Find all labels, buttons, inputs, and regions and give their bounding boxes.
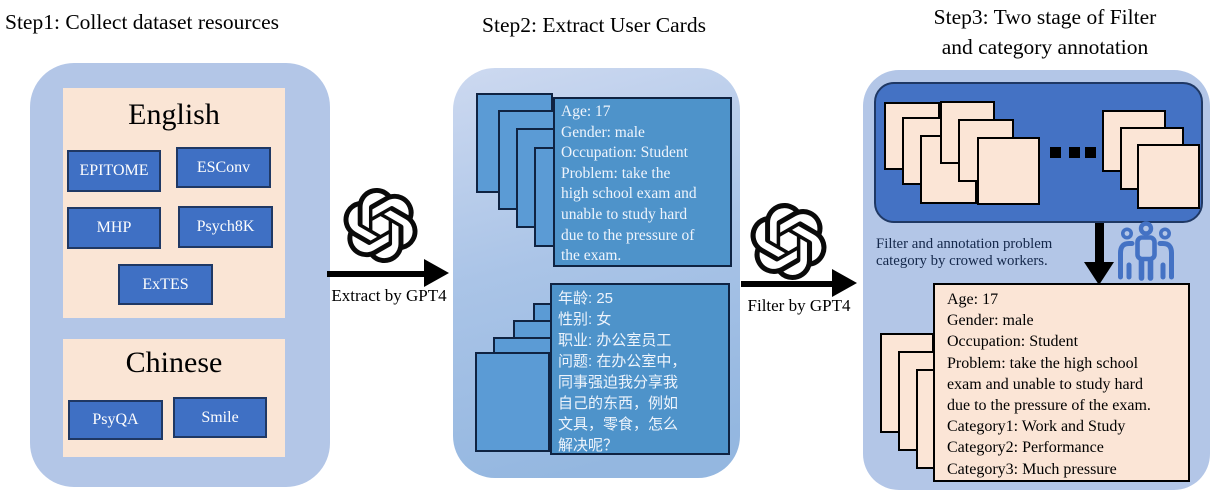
filtered-card	[1137, 144, 1200, 209]
user-card-stack	[475, 352, 550, 452]
dataset-mhp: MHP	[67, 207, 161, 249]
openai-logo-icon	[343, 188, 418, 263]
dataset-smile: Smile	[173, 397, 267, 438]
filter-arrow-head	[832, 269, 857, 297]
extract-arrow-shaft	[327, 271, 424, 277]
dataset-extes: ExTES	[118, 264, 213, 305]
user-card-english: Age: 17 Gender: male Occupation: Student…	[553, 97, 732, 267]
filtered-cards-box	[874, 82, 1203, 223]
annotated-result-card: Age: 17 Gender: male Occupation: Student…	[933, 283, 1190, 482]
filter-arrow-label: Filter by GPT4	[747, 296, 851, 315]
step2-title: Step2: Extract User Cards	[482, 13, 706, 37]
chinese-datasets-box: Chinese PsyQA Smile	[63, 339, 285, 457]
dataset-psych8k: Psych8K	[178, 206, 273, 248]
ellipsis-dots	[1069, 147, 1080, 158]
annotate-arrow-head	[1084, 262, 1114, 285]
extract-arrow-head	[424, 259, 449, 287]
filter-arrow-shaft	[741, 281, 832, 287]
step3-title: Step3: Two stage of Filter and category …	[933, 5, 1157, 59]
crowd-workers-icon	[1118, 221, 1174, 281]
dataset-esconv: ESConv	[176, 147, 271, 188]
english-datasets-box: English EPITOME ESConv MHP Psych8K ExTES	[63, 88, 285, 318]
chinese-label: Chinese	[125, 346, 223, 379]
dataset-epitome: EPITOME	[67, 150, 161, 192]
openai-logo-icon	[750, 203, 827, 280]
annotate-arrow-shaft	[1095, 223, 1104, 264]
annotation-note: Filter and annotation problem category b…	[876, 236, 1053, 269]
filtered-card	[977, 137, 1040, 205]
ellipsis-dots	[1050, 147, 1061, 158]
english-label: English	[128, 98, 220, 131]
step2-panel: Age: 17 Gender: male Occupation: Student…	[453, 68, 740, 478]
step1-panel: English EPITOME ESConv MHP Psych8K ExTES…	[30, 63, 330, 487]
extract-arrow-label: Extract by GPT4	[331, 286, 447, 305]
ellipsis-dots	[1085, 147, 1096, 158]
user-card-chinese: 年龄: 25 性别: 女 职业: 办公室员工 问题: 在办公室中， 同事强迫我分…	[550, 283, 730, 455]
step1-title: Step1: Collect dataset resources	[5, 10, 280, 34]
step3-panel: Filter and annotation problem category b…	[863, 70, 1210, 490]
dataset-psyqa: PsyQA	[68, 400, 163, 440]
